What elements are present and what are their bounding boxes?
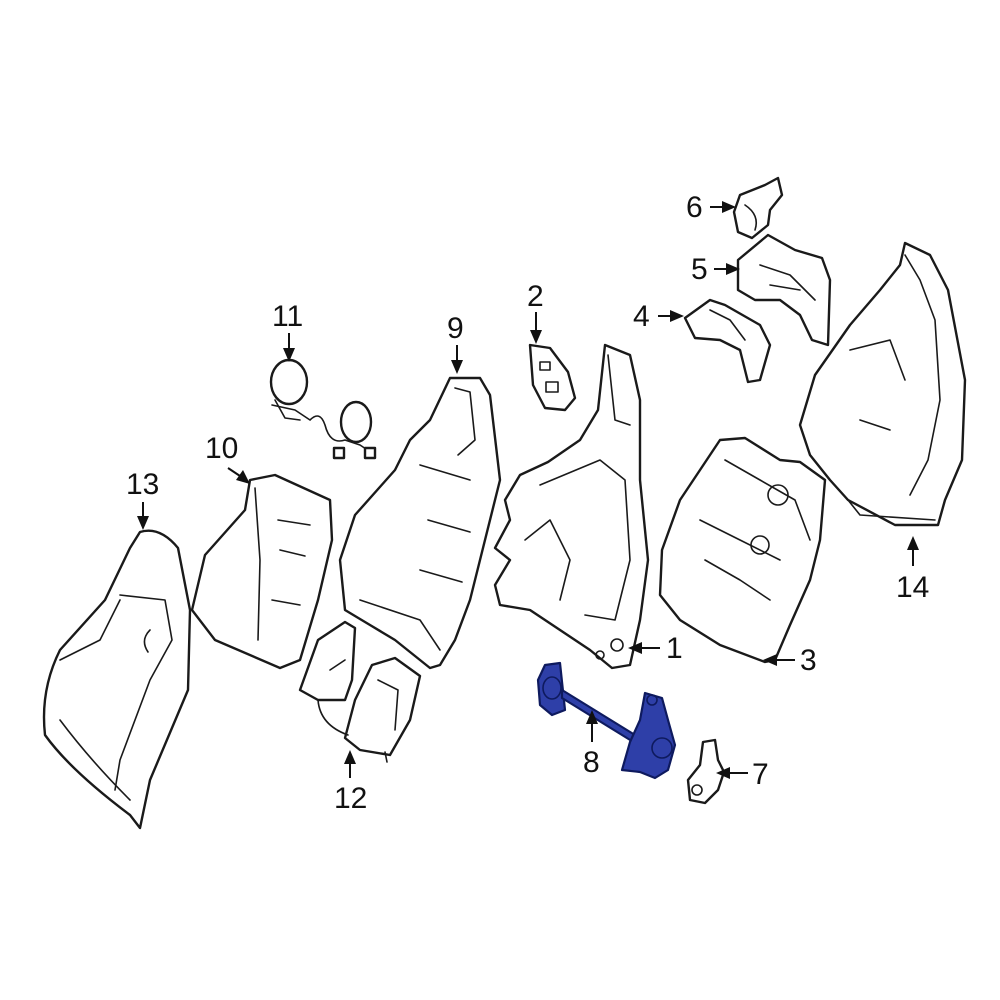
part-3-rear-panel[interactable] [658,436,827,664]
callout-label: 5 [691,253,708,286]
callout-label: 12 [334,782,367,815]
callout-1: 1 [628,632,683,665]
part-2-bracket[interactable] [528,343,577,412]
callout-label: 3 [800,644,817,677]
callout-5: 5 [691,253,740,286]
callout-3: 3 [763,644,817,677]
part-13-seat-back-cover[interactable] [42,529,192,830]
callout-13: 13 [126,468,159,530]
callout-11: 11 [272,300,303,362]
callout-4: 4 [633,300,684,333]
part-14-seat-back-assembly[interactable] [798,241,967,527]
callout-label: 4 [633,300,650,333]
callout-6: 6 [686,191,736,224]
callout-label: 8 [583,746,600,779]
part-9-seat-back-cushion[interactable] [338,376,502,670]
part-4-side-trim[interactable] [683,298,772,384]
part-10-padding-panel[interactable] [190,473,334,670]
callout-8: 8 [583,710,600,779]
part-1-seat-back-frame[interactable] [493,343,650,670]
part-5-upper-bracket[interactable] [736,233,832,347]
callout-label: 9 [447,312,464,345]
callout-7: 7 [716,758,769,791]
callout-label: 7 [752,758,769,791]
part-8-recliner-actuator[interactable] [536,661,677,780]
callout-12: 12 [334,750,367,815]
callout-label: 1 [666,632,683,665]
part-6-headrest-guide[interactable] [732,176,784,240]
part-12-side-module[interactable] [298,620,422,763]
callout-label: 11 [272,300,303,333]
callout-label: 6 [686,191,703,224]
callout-label: 13 [126,468,159,501]
part-7-latch-bracket[interactable] [686,738,726,805]
callout-label: 2 [527,280,544,313]
callout-9: 9 [447,312,464,374]
part-11-wiring-harness[interactable] [269,358,377,460]
callout-2: 2 [527,280,544,344]
callout-label: 14 [896,571,929,604]
callout-label: 10 [205,432,238,465]
callout-14: 14 [896,536,929,604]
callout-10: 10 [205,432,250,484]
